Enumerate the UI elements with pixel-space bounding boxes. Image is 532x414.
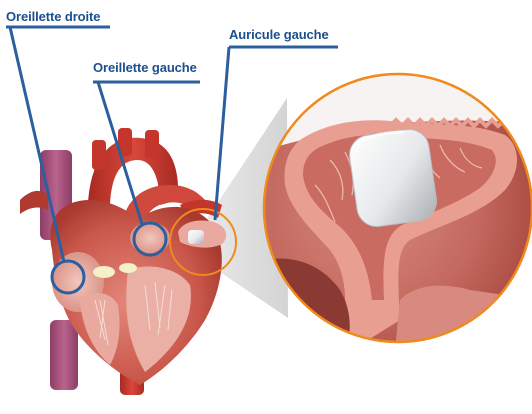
aorta-branch-1 bbox=[92, 140, 106, 170]
zoom-view bbox=[264, 60, 532, 350]
leader-right-atrium-drop bbox=[10, 27, 64, 262]
right-atrium-label: Oreillette droite bbox=[6, 9, 100, 24]
right-ventricle bbox=[80, 293, 120, 365]
inferior-vena-cava bbox=[50, 320, 78, 390]
heart-illustration bbox=[20, 128, 226, 395]
left-atrial-appendage-label: Auricule gauche bbox=[229, 27, 329, 42]
left-atrium-label: Oreillette gauche bbox=[93, 60, 197, 75]
mitral-valve bbox=[119, 263, 137, 273]
tricuspid-valve bbox=[93, 266, 115, 278]
small-occluder-icon bbox=[188, 230, 204, 244]
aorta-branch-3 bbox=[145, 130, 159, 158]
